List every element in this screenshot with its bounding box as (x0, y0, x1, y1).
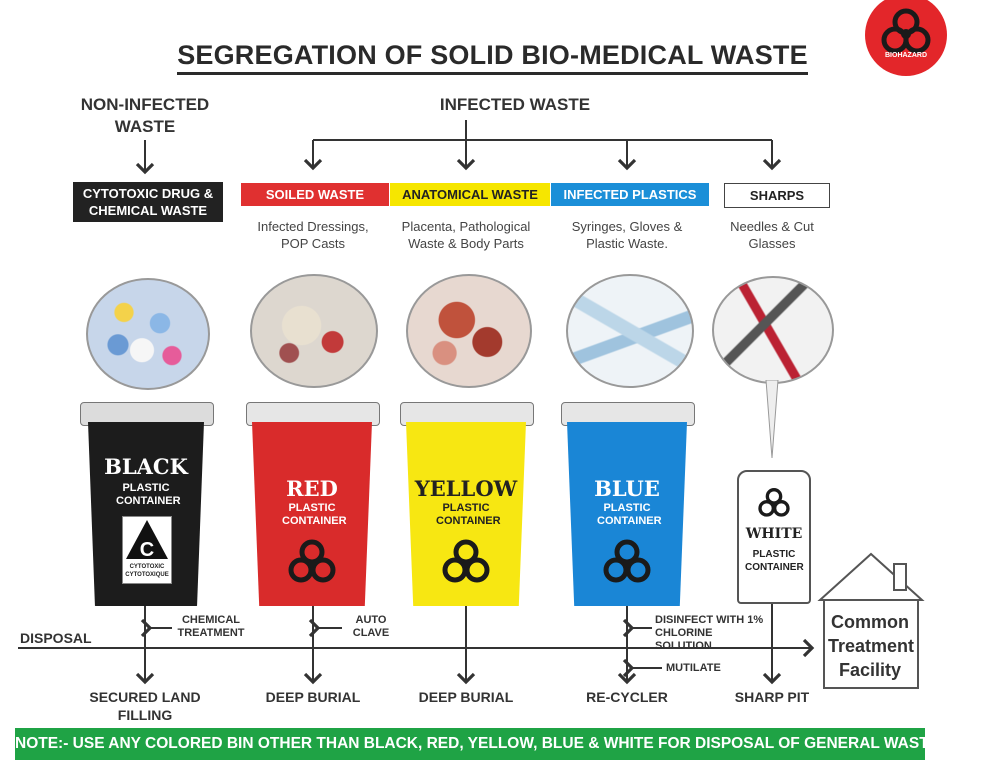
dest-landfill: SECURED LAND FILLING (89, 689, 201, 723)
dest-sharp-pit: SHARP PIT (734, 689, 810, 705)
treatment-disinfect: DISINFECT WITH 1% CHLORINE SOLUTION (655, 614, 764, 652)
desc-sharps: Needles & Cut Glasses (730, 219, 814, 251)
white-bin: WHITE PLASTIC CONTAINER (737, 470, 811, 604)
non-infected-header: NON-INFECTED WASTE (80, 95, 210, 136)
bin-name-white: WHITE (745, 526, 803, 542)
facility-label: Common Treatment Facility (828, 612, 915, 680)
biohazard-badge: BIOHAZARD (865, 0, 947, 76)
title-text: SEGREGATION OF SOLID BIO-MEDICAL WASTE (177, 40, 808, 75)
biohazard-icon-blue (603, 539, 651, 583)
dest-deep-burial-1: DEEP BURIAL (265, 689, 361, 705)
biohazard-caption: BIOHAZARD (885, 52, 927, 59)
black-bin: BLACK PLASTIC CONTAINER C CYTOTOXIC CYTO… (80, 402, 214, 606)
yellow-bin: YELLOW PLASTIC CONTAINER (400, 402, 534, 606)
label-soiled: SOILED WASTE (241, 183, 389, 206)
bin-sub-white: PLASTIC CONTAINER (745, 549, 804, 573)
label-infected-plastics: INFECTED PLASTICS (551, 183, 709, 206)
facility-house-icon (817, 552, 925, 689)
needles-image (712, 276, 834, 384)
note-bar: NOTE:- USE ANY COLORED BIN OTHER THAN BL… (15, 728, 939, 760)
desc-infected-plastics: Syringes, Gloves & Plastic Waste. (571, 219, 683, 251)
body-parts-image (406, 274, 532, 388)
bin-sub-black: PLASTIC CONTAINER (116, 482, 181, 507)
dressings-image (250, 274, 378, 388)
biohazard-icon-yellow (442, 539, 490, 583)
desc-soiled: Infected Dressings, POP Casts (257, 219, 369, 251)
needle-pointer (765, 380, 779, 459)
cytotoxic-symbol: C (139, 539, 155, 561)
cytotoxic-caption: CYTOTOXIC CYTOTOXIQUE (125, 564, 169, 578)
label-anatomical: ANATOMICAL WASTE (390, 183, 550, 206)
treatment-autoclave: AUTO CLAVE (352, 614, 390, 639)
blue-bin: BLUE PLASTIC CONTAINER (561, 402, 695, 606)
biohazard-icon-red (288, 539, 336, 583)
page-title: SEGREGATION OF SOLID BIO-MEDICAL WASTE (0, 40, 985, 75)
label-sharps: SHARPS (724, 183, 830, 208)
dest-deep-burial-2: DEEP BURIAL (418, 689, 514, 705)
syringes-image (566, 274, 694, 388)
disposal-label: DISPOSAL (20, 630, 92, 646)
bin-sub-red: PLASTIC CONTAINER (282, 502, 347, 527)
cytotoxic-triangle-icon (126, 520, 168, 559)
dest-recycler: RE-CYCLER (586, 689, 668, 705)
bin-name-blue: BLUE (594, 476, 660, 501)
bin-name-black: BLACK (104, 454, 188, 479)
infected-header: INFECTED WASTE (439, 95, 591, 114)
treatment-chemical: CHEMICAL TREATMENT (177, 614, 245, 639)
step-mutilate: MUTILATE (666, 662, 721, 674)
red-bin: RED PLASTIC CONTAINER (246, 402, 380, 606)
pills-image (86, 278, 210, 390)
biohazard-icon (881, 8, 931, 54)
bin-name-yellow: YELLOW (414, 476, 518, 501)
biohazard-icon-white (758, 488, 790, 517)
bin-sub-blue: PLASTIC CONTAINER (597, 502, 662, 527)
bin-sub-yellow: PLASTIC CONTAINER (436, 502, 501, 527)
label-cytotoxic: CYTOTOXIC DRUG & CHEMICAL WASTE (73, 182, 223, 222)
desc-anatomical: Placenta, Pathological Waste & Body Part… (401, 219, 531, 251)
bin-name-red: RED (286, 476, 338, 501)
